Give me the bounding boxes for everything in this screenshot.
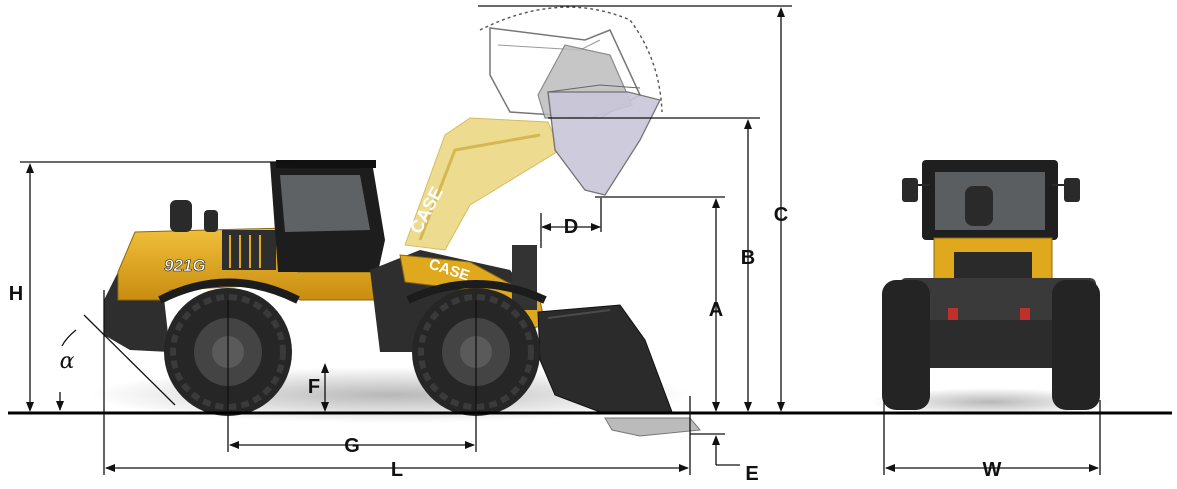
- dimension-lines: [20, 5, 1101, 475]
- dim-label-h: H: [9, 283, 23, 305]
- rear-view-loader: [882, 160, 1100, 410]
- dim-label-c: C: [774, 204, 788, 226]
- tail-light-right: [1020, 308, 1030, 320]
- rear-counterweight: [906, 320, 1090, 368]
- dim-label-d: D: [564, 216, 578, 238]
- front-bucket: [537, 304, 673, 413]
- exhaust-stack: [170, 200, 192, 232]
- mirror-right: [1064, 178, 1080, 202]
- air-intake: [204, 210, 218, 232]
- dim-label-g: G: [344, 435, 360, 457]
- dim-label-w: W: [983, 459, 1002, 481]
- dump-bucket-ghost: [547, 84, 661, 196]
- front-tower: [512, 245, 537, 310]
- dim-label-a: A: [709, 299, 723, 321]
- fender-front: [406, 280, 547, 304]
- model-decal: 921G: [164, 256, 206, 275]
- tail-light-left: [948, 308, 958, 320]
- dim-label-f: F: [308, 376, 320, 398]
- dim-label-b: B: [741, 247, 755, 269]
- lowered-bucket-ghost: [604, 417, 701, 437]
- dim-label-e: E: [745, 463, 758, 485]
- rear-tire-right: [1052, 280, 1100, 410]
- rear-tire-left: [882, 280, 930, 410]
- cab: [270, 160, 385, 272]
- fender-rear: [158, 278, 300, 304]
- dim-label-l: L: [391, 459, 403, 481]
- hood-grille: [229, 235, 261, 268]
- mirror-left: [902, 178, 918, 202]
- dim-label-alpha: α: [60, 349, 75, 374]
- raised-boom-ghost: CASE: [404, 117, 561, 251]
